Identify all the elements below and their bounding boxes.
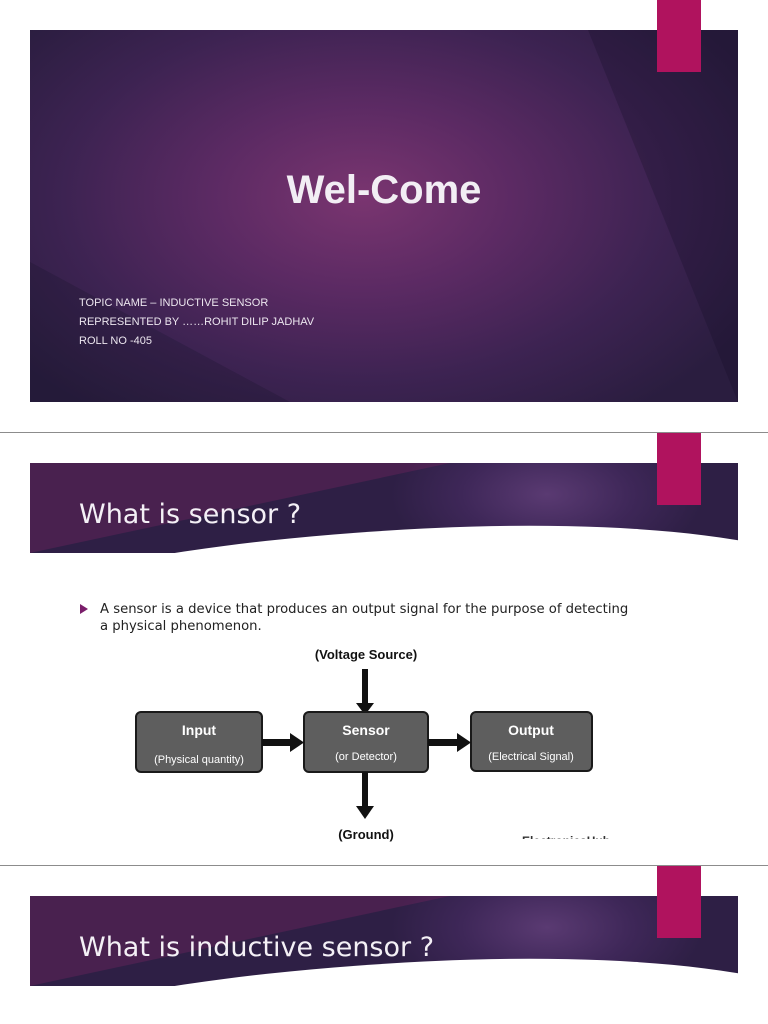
input-box: Input (Physical quantity)	[135, 711, 263, 773]
sensor-box-title: Sensor	[342, 722, 390, 738]
presenter-line: REPRESENTED BY ……ROHIT DILIP JADHAV	[79, 316, 315, 328]
sensor-box: Sensor (or Detector)	[303, 711, 429, 773]
slide-1-background: Wel-Come TOPIC NAME – INDUCTIVE SENSOR R…	[30, 30, 738, 402]
background-facet	[30, 262, 290, 402]
watermark-clip: ElectronicsHub	[522, 834, 610, 848]
down-arrow-head	[356, 806, 374, 819]
down-arrow-shaft	[362, 772, 368, 808]
output-box: Output (Electrical Signal)	[470, 711, 593, 772]
slide-3: What is inductive sensor ?	[0, 866, 768, 1024]
slide-1-title: Wel-Come	[286, 168, 482, 212]
slide-separator	[0, 432, 768, 433]
slide-3-header-band: What is inductive sensor ?	[30, 896, 738, 986]
bullet-arrow-icon	[80, 604, 88, 614]
accent-tab	[657, 866, 701, 938]
right-arrow-shaft	[262, 739, 292, 746]
slide-3-title: What is inductive sensor ?	[79, 932, 435, 963]
slide-2-title: What is sensor ?	[79, 499, 302, 530]
right-arrow-head	[290, 733, 304, 752]
slide-2-header-band: What is sensor ?	[30, 463, 738, 553]
output-box-title: Output	[508, 722, 554, 738]
bullet-item: A sensor is a device that produces an ou…	[80, 601, 640, 635]
voltage-source-label: (Voltage Source)	[315, 647, 417, 662]
slide-2: What is sensor ? A sensor is a device th…	[0, 433, 768, 865]
right-arrow-shaft	[428, 739, 458, 746]
accent-tab	[657, 433, 701, 505]
accent-tab	[657, 0, 701, 72]
slide-1: Wel-Come TOPIC NAME – INDUCTIVE SENSOR R…	[0, 0, 768, 432]
background-facet	[588, 30, 738, 402]
ground-label: (Ground)	[338, 827, 394, 842]
sensor-box-sub: (or Detector)	[335, 751, 397, 763]
roll-no-line: ROLL NO -405	[79, 335, 152, 347]
slide-separator	[0, 865, 768, 866]
topic-line: TOPIC NAME – INDUCTIVE SENSOR	[79, 297, 269, 309]
diagram-watermark: ElectronicsHub	[522, 834, 610, 848]
slide-1-meta: TOPIC NAME – INDUCTIVE SENSOR REPRESENTE…	[79, 294, 314, 351]
output-box-sub: (Electrical Signal)	[488, 751, 574, 763]
down-arrow-shaft	[362, 669, 368, 705]
input-box-sub: (Physical quantity)	[154, 754, 244, 766]
sensor-block-diagram: (Voltage Source) Input (Physical quantit…	[135, 647, 610, 848]
right-arrow-head	[457, 733, 471, 752]
input-box-title: Input	[182, 722, 217, 738]
down-arrow-head	[356, 703, 374, 715]
bullet-text: A sensor is a device that produces an ou…	[100, 602, 629, 634]
